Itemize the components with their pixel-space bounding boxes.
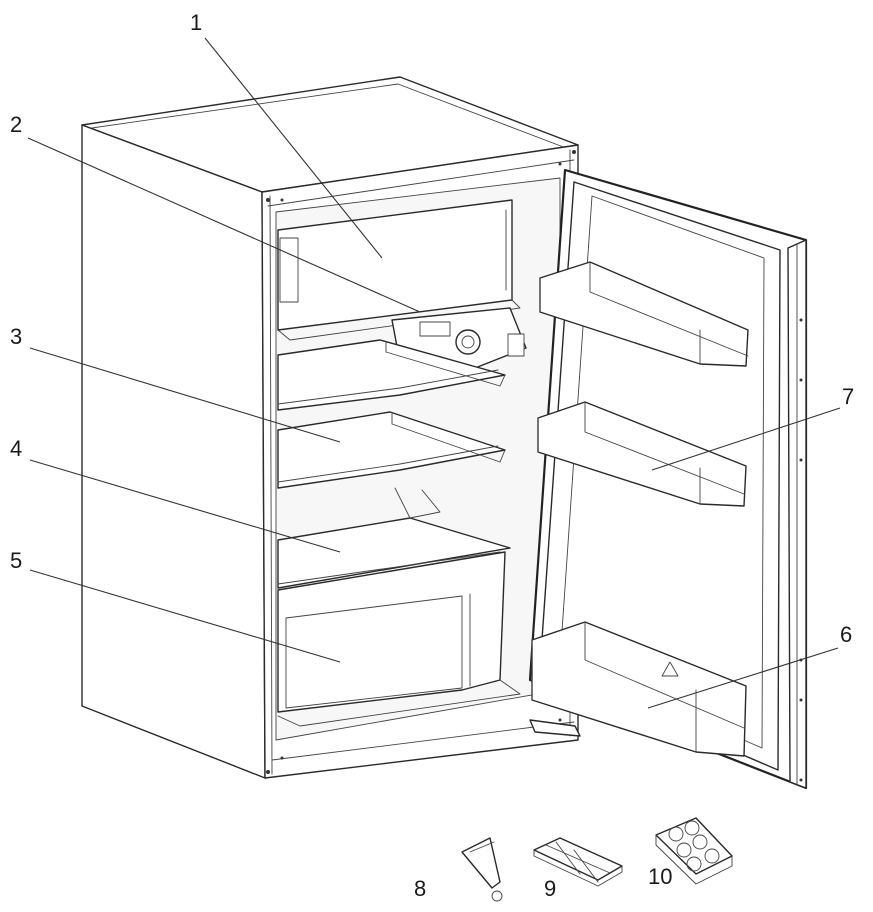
crisper-drawer: [277, 551, 521, 727]
leader-3: [29, 347, 341, 443]
callout-2: 2: [10, 112, 22, 137]
leader-2: [27, 137, 421, 313]
scraper-accessory: [461, 837, 503, 902]
leader-7: [651, 407, 841, 471]
ice-cube-tray: [533, 837, 623, 887]
leader-6: [647, 647, 839, 709]
door-shelf-top: [539, 261, 749, 367]
callout-3: 3: [10, 324, 22, 349]
egg-tray: [655, 817, 733, 885]
crisper-cover: [277, 487, 511, 589]
leader-lines: [27, 37, 841, 709]
freezer-compartment: [277, 199, 521, 341]
callout-6: 6: [840, 622, 852, 647]
callout-1: 1: [190, 10, 202, 35]
callout-9: 9: [544, 876, 556, 901]
callout-7: 7: [842, 384, 854, 409]
callout-10: 10: [648, 864, 672, 889]
door-bottle-shelf: [531, 621, 747, 757]
leader-5: [29, 569, 341, 663]
callout-5: 5: [10, 548, 22, 573]
glass-shelf-upper: [277, 339, 506, 411]
leader-4: [29, 459, 341, 553]
glass-shelf-lower: [277, 411, 506, 489]
callout-4: 4: [10, 436, 22, 461]
door-shelf-middle: [537, 401, 747, 507]
callout-labels: 1 2 3 4 5 6 7 8 9 10: [10, 10, 854, 901]
leader-1: [204, 37, 383, 259]
callout-8: 8: [414, 876, 426, 901]
